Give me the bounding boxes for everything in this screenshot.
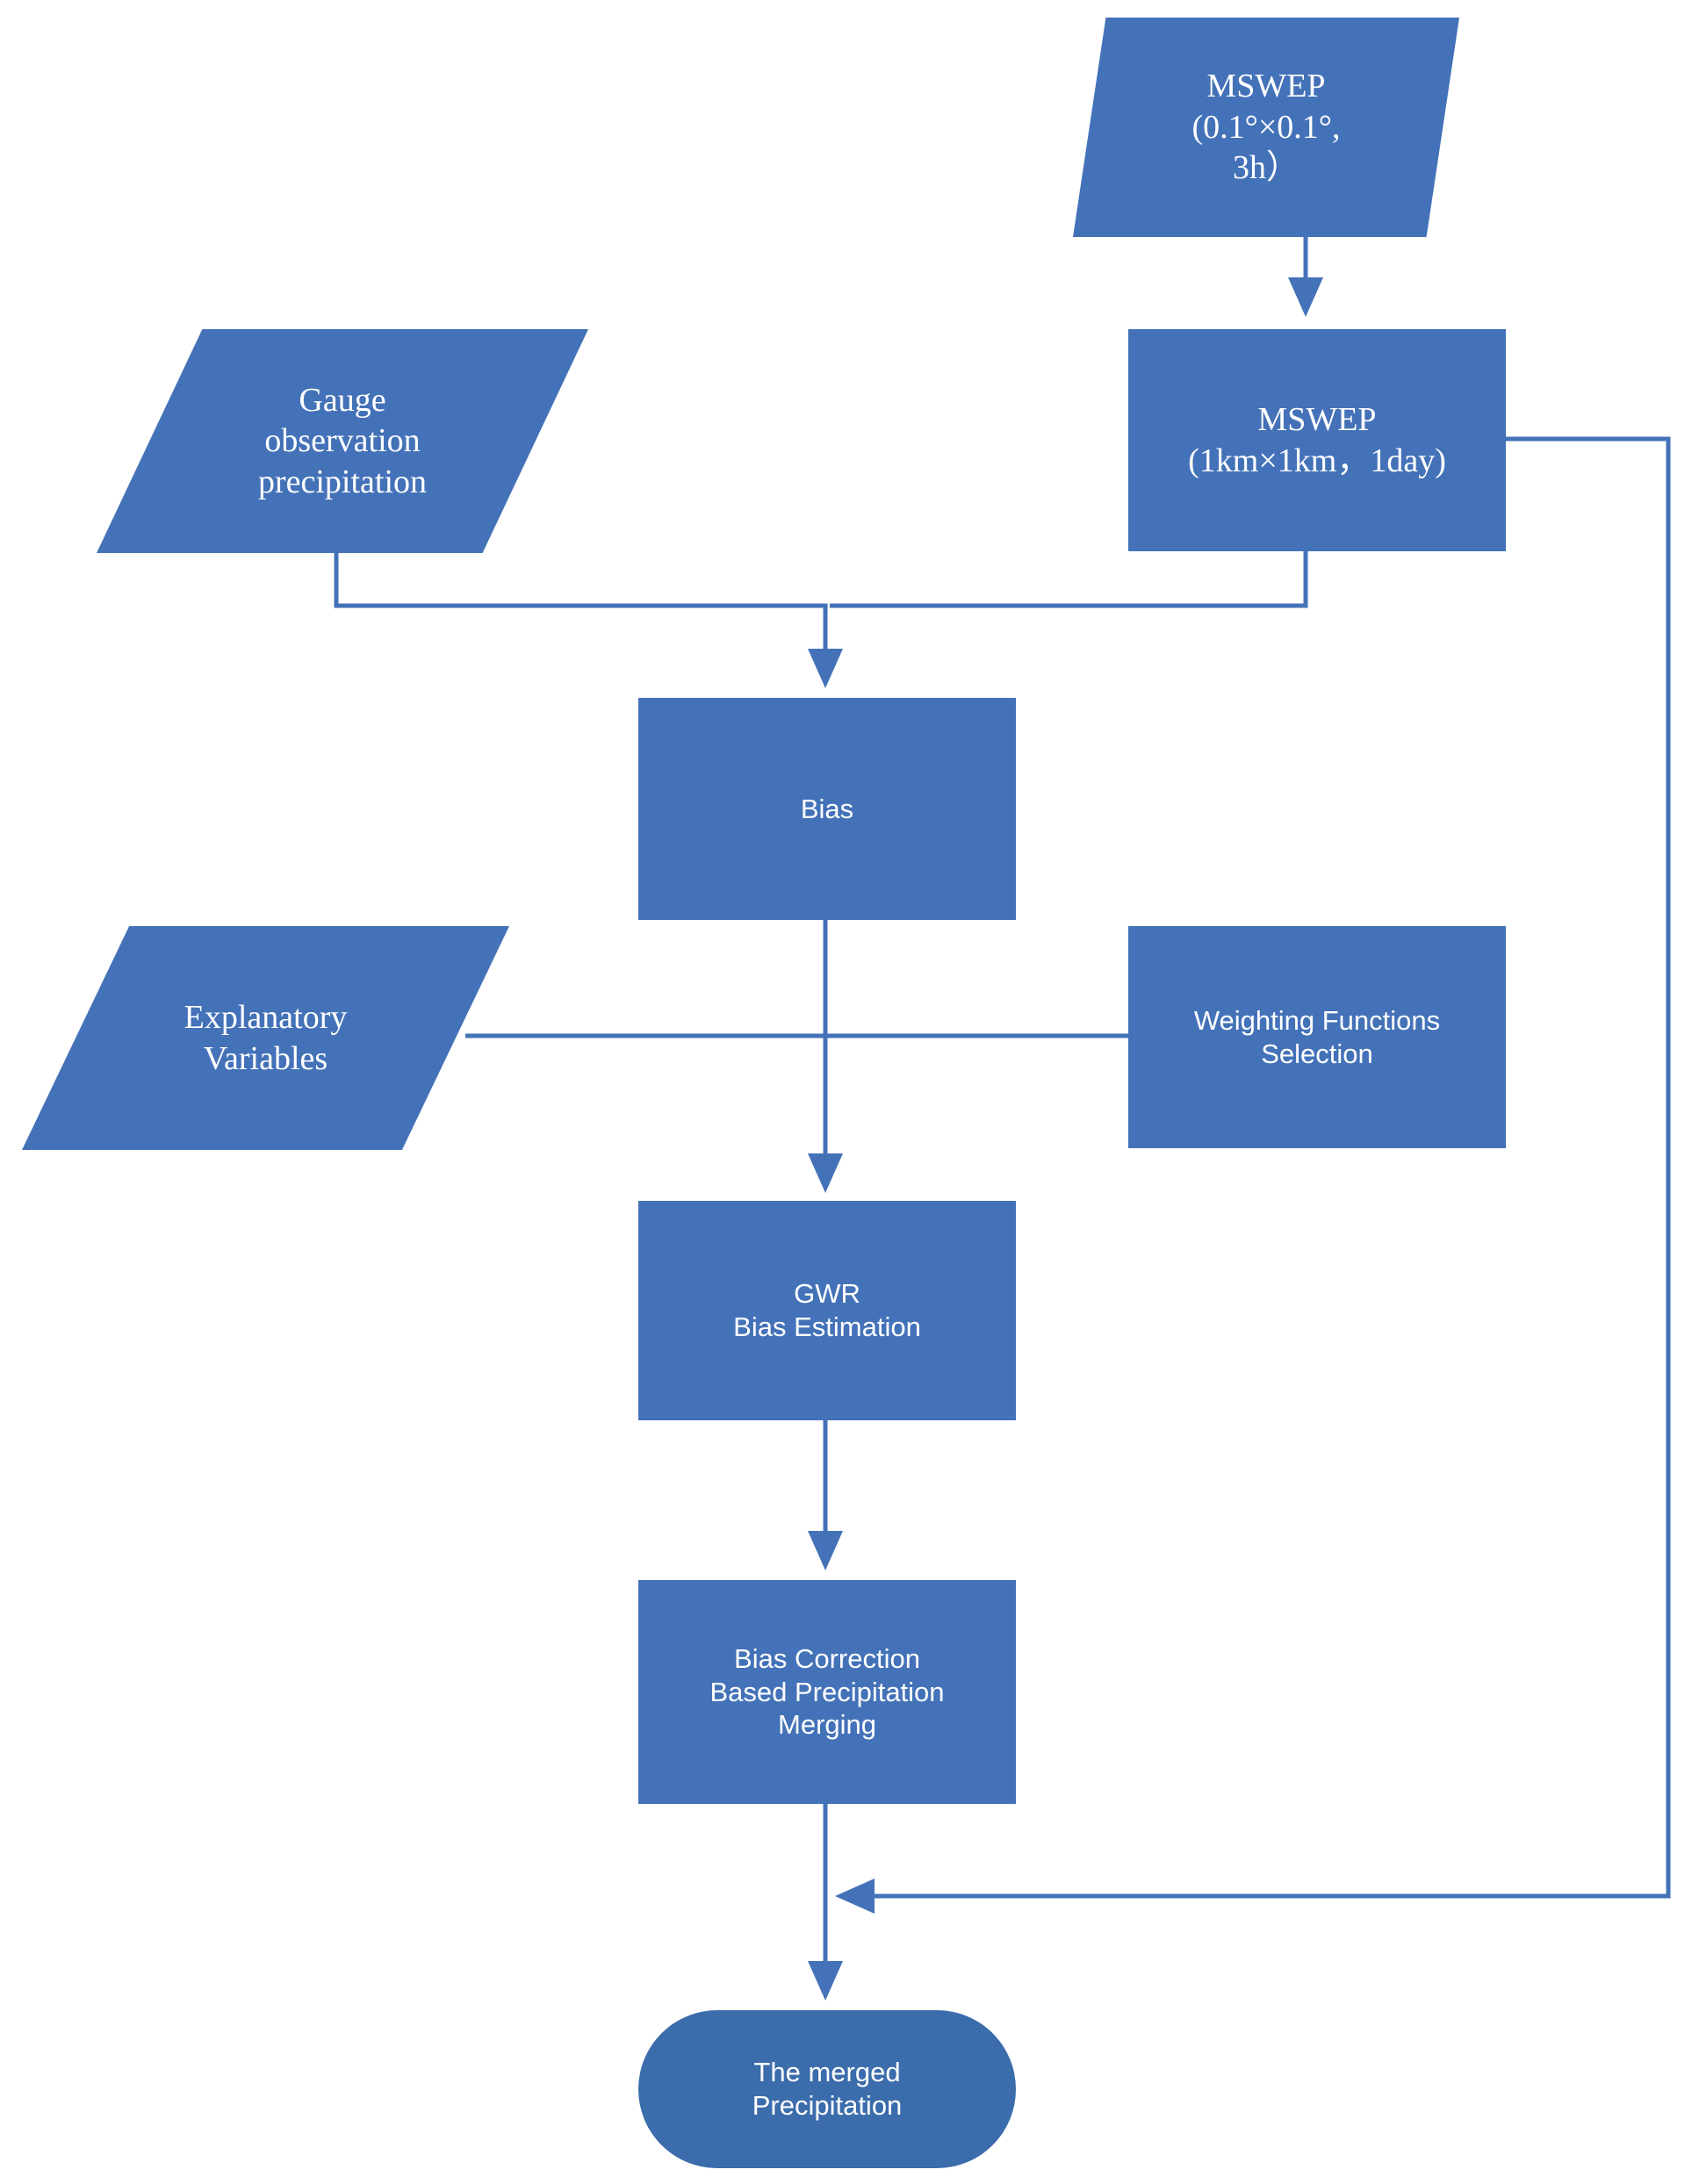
node-gwr-bias-estimation-label: GWR Bias Estimation <box>733 1278 921 1342</box>
edge-gauge-to-bias <box>334 553 843 689</box>
node-mswep-fine-label: MSWEP (1km×1km，1day) <box>1188 401 1446 479</box>
node-mswep-coarse[interactable]: MSWEP (0.1°×0.1°, 3h） <box>1073 18 1459 237</box>
edge-mswep-fine-to-bias <box>830 551 1308 608</box>
node-merged-precipitation[interactable]: The merged Precipitation <box>638 2010 1016 2168</box>
node-explanatory-variables-label: Explanatory Variables <box>184 999 348 1077</box>
node-bias-label: Bias <box>800 793 854 824</box>
node-gauge-observation-label: Gauge observation precipitation <box>257 381 428 500</box>
node-mswep-fine[interactable]: MSWEP (1km×1km，1day) <box>1128 329 1506 551</box>
node-bias-correction-merging-label: Bias Correction Based Precipitation Merg… <box>709 1642 945 1741</box>
node-weighting-functions[interactable]: Weighting Functions Selection <box>1128 926 1506 1148</box>
node-weighting-functions-label: Weighting Functions Selection <box>1193 1004 1441 1069</box>
node-explanatory-variables[interactable]: Explanatory Variables <box>22 926 509 1150</box>
node-mswep-coarse-label: MSWEP (0.1°×0.1°, 3h） <box>1191 68 1341 187</box>
node-merged-precipitation-label: The merged Precipitation <box>752 2057 903 2121</box>
node-bias-correction-merging[interactable]: Bias Correction Based Precipitation Merg… <box>638 1580 1016 1804</box>
node-gwr-bias-estimation[interactable]: GWR Bias Estimation <box>638 1201 1016 1420</box>
node-bias[interactable]: Bias <box>638 698 1016 920</box>
node-gauge-observation[interactable]: Gauge observation precipitation <box>97 329 588 553</box>
